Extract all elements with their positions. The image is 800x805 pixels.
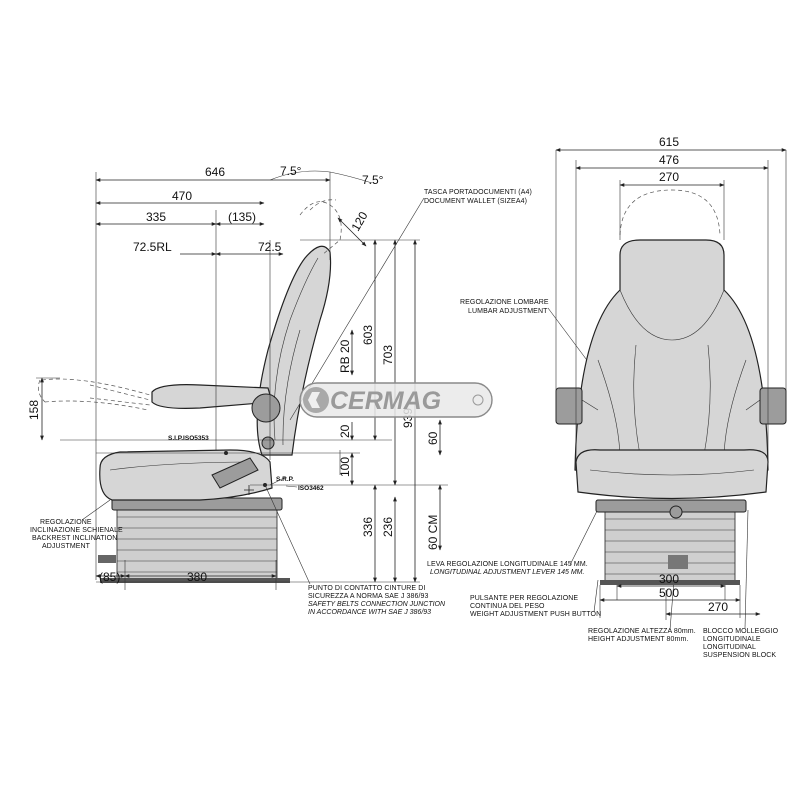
label-block-4: SUSPENSION BLOCK	[703, 652, 776, 659]
dim-270-bottom: 270	[708, 600, 728, 614]
callouts: TASCA PORTADOCUMENTI (A4) DOCUMENT WALLE…	[30, 189, 779, 659]
dim-335: 335	[146, 210, 166, 224]
dim-270-top: 270	[659, 170, 679, 184]
dim-236: 236	[381, 517, 395, 537]
dim-703: 703	[381, 345, 395, 365]
dim-470: 470	[172, 189, 192, 203]
side-seat-backrest	[256, 245, 332, 456]
side-seat-cushion	[99, 449, 273, 501]
cermag-logo: CERMAG	[299, 382, 493, 418]
dim-72-5-rl: 72.5RL	[133, 240, 172, 254]
front-seat-cushion	[575, 449, 769, 500]
label-belts-it-1: PUNTO DI CONTATTO CINTURE DI	[308, 585, 425, 592]
label-backrest-3: BACKREST INCLINATION	[32, 535, 117, 542]
dim-615: 615	[659, 135, 679, 149]
dim-85: (85)	[99, 570, 120, 584]
label-backrest-2: INCLINAZIONE SCHIENALE	[30, 527, 123, 534]
label-weight-3: WEIGHT ADJUSTMENT PUSH BUTTON	[470, 611, 601, 618]
dim-60: 60	[426, 431, 440, 445]
label-weight-1: PULSANTE PER REGOLAZIONE	[470, 595, 578, 602]
dim-20: 20	[338, 424, 352, 438]
label-weight-2: CONTINUA DEL PESO	[470, 603, 545, 610]
dim-380: 380	[187, 570, 207, 584]
dim-158: 158	[27, 400, 41, 420]
label-wallet-en: DOCUMENT WALLET (SIZEA4)	[424, 198, 527, 205]
dim-rb20: RB 20	[338, 339, 352, 373]
dim-120: 120	[348, 209, 370, 234]
label-belts-en-2: IN ACCORDANCE WITH SAE J 386/93	[308, 609, 431, 616]
side-suspension-bellows	[98, 497, 290, 583]
dim-500: 500	[659, 586, 679, 600]
label-belts-it-2: SICUREZZA A NORMA SAE J 386/93	[308, 593, 429, 600]
dim-476: 476	[659, 153, 679, 167]
label-lever-it: LEVA REGOLAZIONE LONGITUDINALE 145 MM.	[427, 561, 588, 568]
dim-603: 603	[361, 325, 375, 345]
label-height-en: HEIGHT ADJUSTMENT 80mm.	[588, 636, 688, 643]
label-backrest-1: REGOLAZIONE	[40, 519, 92, 526]
dim-135: (135)	[228, 210, 256, 224]
mark-srp: S.R.P.	[276, 476, 294, 483]
front-view-seat	[555, 189, 787, 585]
front-suspension-bellows	[595, 499, 747, 585]
label-lever-en: LONGITUDINAL ADJUSTMENT LEVER 145 MM.	[430, 569, 584, 576]
front-armrest-left	[555, 387, 583, 425]
label-backrest-4: ADJUSTMENT	[42, 543, 91, 550]
label-lumbar-en: LUMBAR ADJUSTMENT	[468, 308, 548, 315]
label-block-2: LONGITUDINALE	[703, 636, 761, 643]
side-recline-knob	[251, 393, 281, 423]
side-view-seat	[38, 199, 342, 583]
front-armrest-right	[759, 387, 787, 425]
label-lumbar-it: REGOLAZIONE LOMBARE	[460, 299, 549, 306]
label-wallet-it: TASCA PORTADOCUMENTI (A4)	[424, 189, 532, 196]
dim-72-5: 72.5	[258, 240, 282, 254]
angle-7-5-b: 7.5°	[362, 173, 384, 187]
mark-sip: S.I.P.ISO5353	[168, 435, 209, 442]
label-belts-en-1: SAFETY BELTS CONNECTION JUNCTION	[308, 601, 446, 608]
label-block-3: LONGITUDINAL	[703, 644, 756, 651]
mark-iso3462: ISO3462	[298, 485, 324, 492]
dim-336: 336	[361, 517, 375, 537]
logo-text: CERMAG	[330, 387, 441, 415]
dim-646: 646	[205, 165, 225, 179]
side-view-dimensions: 646 470 335 (135) 72.5RL 72.5 7.5° 7.5° …	[27, 164, 448, 590]
front-view-dimensions: 615 476 270 300 500 270	[555, 135, 787, 620]
label-height-it: REGOLAZIONE ALTEZZA 80mm.	[588, 628, 696, 635]
dim-300: 300	[659, 572, 679, 586]
label-block-1: BLOCCO MOLLEGGIO	[703, 628, 779, 635]
angle-7-5-a: 7.5°	[280, 164, 302, 178]
dim-100: 100	[338, 457, 352, 477]
dim-60-cm: 60 CM	[426, 515, 440, 550]
front-seat-backrest	[574, 239, 769, 481]
